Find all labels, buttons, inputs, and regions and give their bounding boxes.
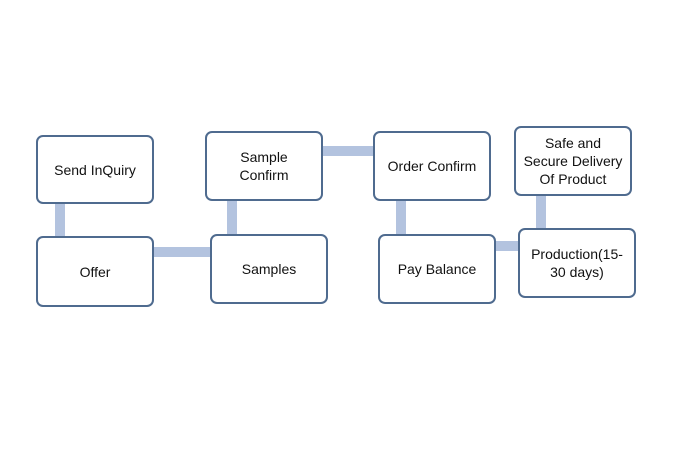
step-sample-confirm-label: Sample Confirm <box>239 149 289 183</box>
step-pay-balance-label: Pay Balance <box>397 261 477 277</box>
connector-pay-balance-production <box>492 241 522 251</box>
step-sample-confirm: Sample Confirm <box>205 131 323 201</box>
step-offer: Offer <box>36 236 154 307</box>
step-production-label: Production(15- 30 days) <box>531 246 623 280</box>
step-samples: Samples <box>210 234 328 304</box>
connector-offer-samples <box>150 247 214 257</box>
step-production: Production(15- 30 days) <box>518 228 636 298</box>
step-samples-label: Samples <box>241 261 297 277</box>
connector-order-confirm-pay-balance <box>396 198 406 237</box>
step-order-confirm-label: Order Confirm <box>387 158 477 174</box>
step-delivery: Safe and Secure Delivery Of Product <box>514 126 632 196</box>
step-order-confirm: Order Confirm <box>373 131 491 201</box>
step-offer-label: Offer <box>79 263 111 280</box>
connector-inquiry-offer <box>55 200 65 240</box>
step-send-inquiry-label: Send InQuiry <box>54 161 136 178</box>
connector-sample-confirm-order-confirm <box>318 146 378 156</box>
step-send-inquiry: Send InQuiry <box>36 135 154 204</box>
connector-samples-sample-confirm <box>227 198 237 236</box>
connector-production-delivery <box>536 192 546 232</box>
step-delivery-label: Safe and Secure Delivery Of Product <box>523 135 623 187</box>
step-pay-balance: Pay Balance <box>378 234 496 304</box>
